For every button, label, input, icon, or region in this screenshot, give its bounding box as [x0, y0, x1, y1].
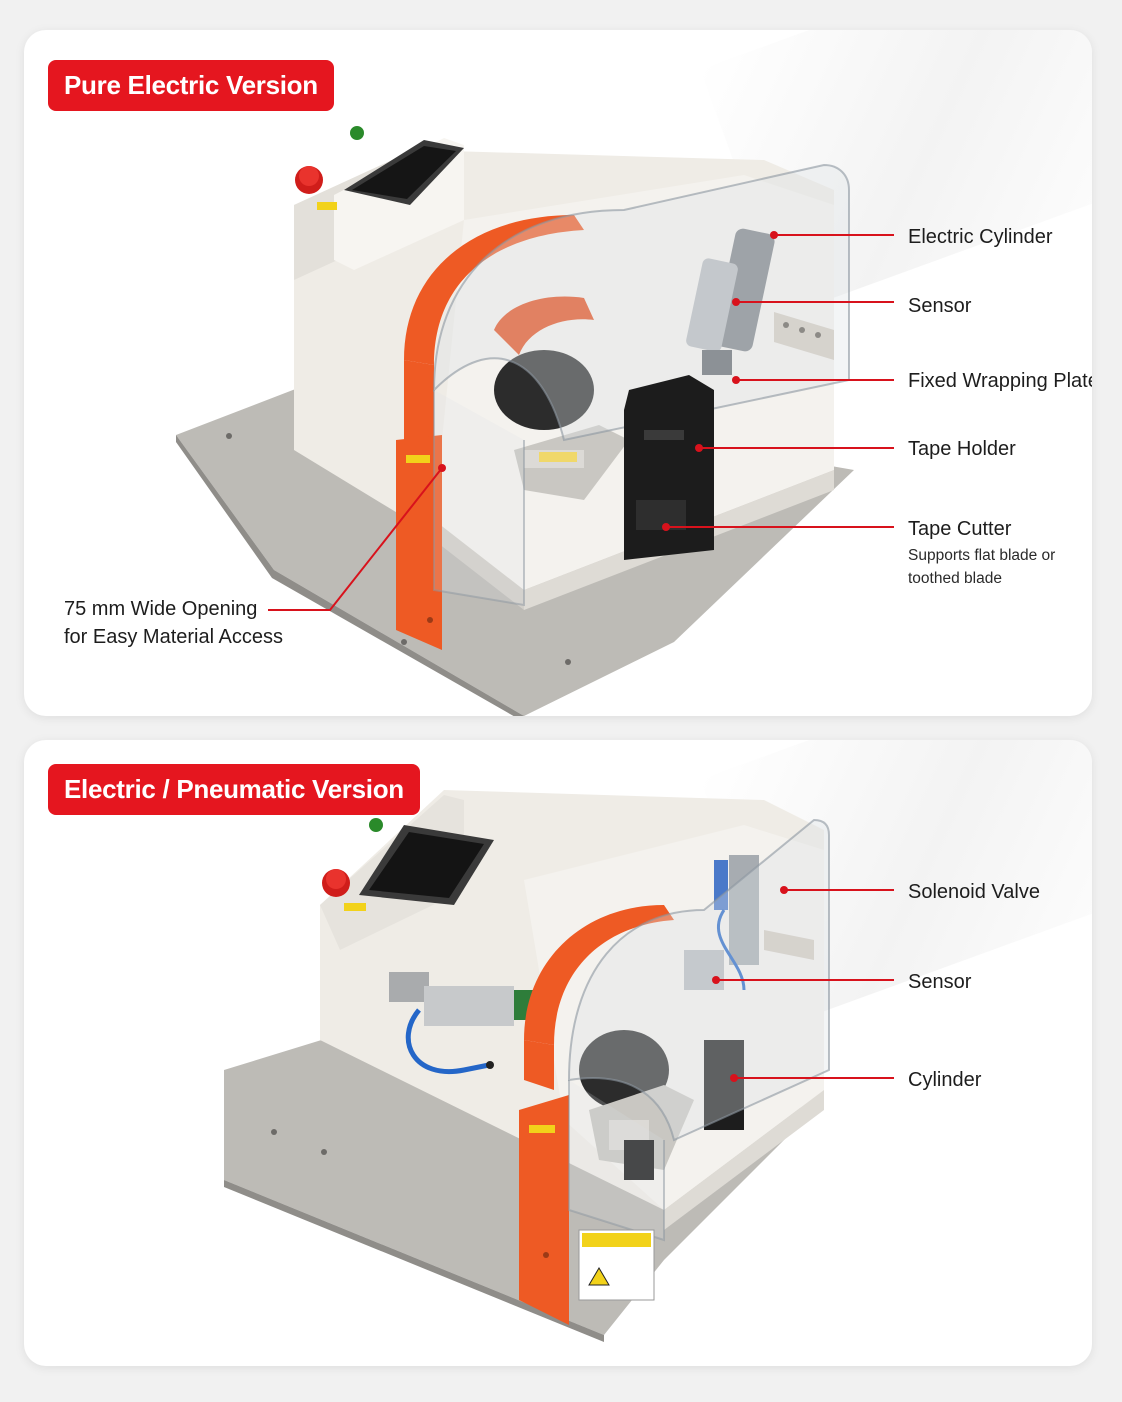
callout-tape-cutter-note-2: toothed blade — [908, 570, 1002, 587]
callout-tape-cutter-note-1: Supports flat blade or — [908, 547, 1056, 564]
callout-cylinder: Cylinder — [908, 1069, 982, 1091]
orange-column — [519, 1095, 569, 1325]
start-button — [350, 126, 364, 140]
callout-sensor: Sensor — [908, 295, 972, 317]
callout-solenoid-valve: Solenoid Valve — [908, 881, 1040, 903]
pneumatic-slide — [424, 986, 514, 1026]
callout-opening-line-1: 75 mm Wide Opening — [64, 598, 258, 620]
pure-electric-machine-illustration — [176, 126, 894, 716]
orange-guard — [524, 905, 674, 1045]
cylinder-part — [729, 855, 759, 965]
callout-tape-holder: Tape Holder — [908, 438, 1016, 460]
electric-pneumatic-panel: Electric / Pneumatic Version Solenoid Va… — [24, 740, 1092, 1366]
callout-leaders — [712, 886, 894, 1082]
callout-opening-line-2: for Easy Material Access — [64, 626, 283, 648]
orange-column — [396, 435, 442, 650]
solenoid-valve-part — [714, 860, 728, 910]
start-button — [369, 818, 383, 832]
callout-electric-cylinder: Electric Cylinder — [908, 226, 1053, 248]
orange-guard — [404, 215, 584, 365]
electric-pneumatic-title-badge: Electric / Pneumatic Version — [48, 764, 420, 815]
callout-fixed-wrapping-plate: Fixed Wrapping Plate — [908, 370, 1092, 392]
pure-electric-title-badge: Pure Electric Version — [48, 60, 334, 111]
tape-holder-block — [624, 375, 714, 560]
pure-electric-panel: Pure Electric Version Electric Cylinder … — [24, 30, 1092, 716]
electric-pneumatic-machine-illustration — [224, 790, 894, 1342]
electric-cylinder-part — [713, 228, 775, 352]
callout-tape-cutter: Tape Cutter — [908, 518, 1012, 540]
callout-sensor: Sensor — [908, 971, 972, 993]
callout-leaders — [268, 231, 894, 611]
acrylic-cover — [567, 818, 830, 1142]
